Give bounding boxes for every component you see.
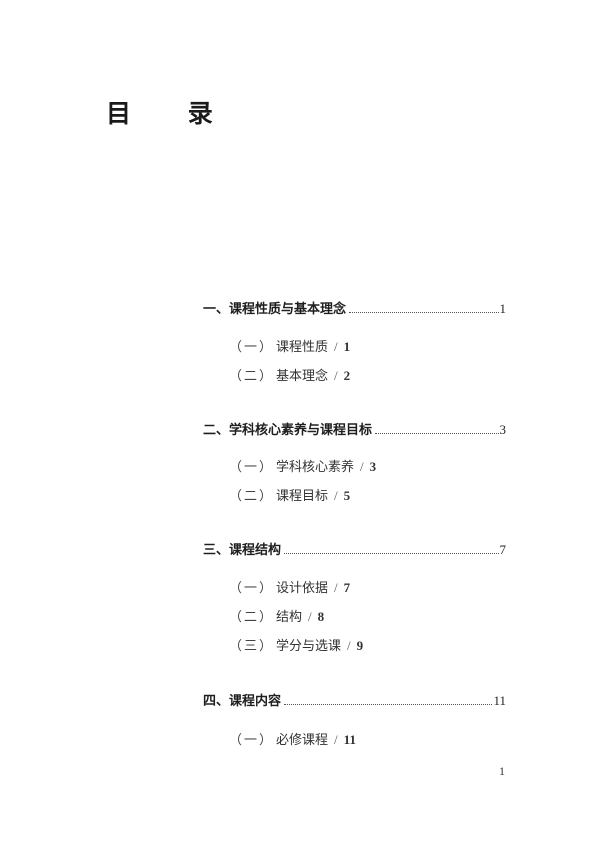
chapter-number: 三、 (203, 543, 230, 558)
section-page-number: 1 (343, 339, 351, 354)
section-page-number: 11 (343, 732, 356, 747)
separator: / (308, 609, 312, 624)
toc-chapter-3[interactable]: 三、 课程结构 7 (203, 541, 506, 560)
chapter-number: 四、 (203, 694, 230, 709)
section-number: （三） (229, 639, 275, 654)
dot-leader (284, 553, 499, 554)
footer-page-number: 1 (499, 764, 505, 778)
dot-leader (284, 704, 493, 705)
toc-section-2-1[interactable]: （一） 学科核心素养 / 3 (229, 458, 376, 477)
separator: / (334, 339, 338, 354)
section-page-number: 7 (343, 580, 351, 595)
toc-section-2-2[interactable]: （二） 课程目标 / 5 (229, 487, 350, 506)
section-page-number: 5 (343, 488, 351, 503)
chapter-title: 课程内容 (229, 694, 282, 709)
section-title: 必修课程 (276, 733, 329, 748)
toc-chapter-4[interactable]: 四、 课程内容 11 (203, 692, 506, 711)
chapter-title: 课程结构 (229, 543, 282, 558)
separator: / (360, 459, 364, 474)
section-page-number: 2 (343, 368, 351, 383)
section-title: 课程目标 (276, 489, 329, 504)
section-number: （一） (229, 460, 275, 475)
toc-section-3-2[interactable]: （二） 结构 / 8 (229, 608, 324, 627)
chapter-title: 学科核心素养与课程目标 (229, 423, 373, 438)
section-title: 课程性质 (276, 340, 329, 355)
page-title: 目 录 (106, 99, 237, 128)
section-title: 设计依据 (276, 581, 329, 596)
toc-section-3-3[interactable]: （三） 学分与选课 / 9 (229, 637, 363, 656)
separator: / (347, 638, 351, 653)
section-title: 学科核心素养 (276, 460, 355, 475)
chapter-page-number: 7 (499, 542, 507, 557)
toc-section-4-1[interactable]: （一） 必修课程 / 11 (229, 731, 356, 750)
toc-chapter-1[interactable]: 一、 课程性质与基本理念 1 (203, 300, 506, 319)
section-title: 基本理念 (276, 369, 329, 384)
chapter-page-number: 11 (493, 693, 506, 708)
section-number: （二） (229, 610, 275, 625)
dot-leader (349, 312, 499, 313)
chapter-page-number: 3 (499, 422, 507, 437)
section-title: 结构 (276, 610, 303, 625)
toc-section-3-1[interactable]: （一） 设计依据 / 7 (229, 579, 350, 598)
chapter-number: 二、 (203, 423, 230, 438)
section-number: （二） (229, 369, 275, 384)
toc-section-1-2[interactable]: （二） 基本理念 / 2 (229, 367, 350, 386)
section-number: （一） (229, 581, 275, 596)
chapter-number: 一、 (203, 302, 230, 317)
toc-section-1-1[interactable]: （一） 课程性质 / 1 (229, 338, 350, 357)
separator: / (334, 488, 338, 503)
section-number: （二） (229, 489, 275, 504)
section-page-number: 9 (356, 638, 364, 653)
section-page-number: 8 (317, 609, 325, 624)
section-number: （一） (229, 340, 275, 355)
section-title: 学分与选课 (276, 639, 342, 654)
section-number: （一） (229, 733, 275, 748)
section-page-number: 3 (369, 459, 377, 474)
separator: / (334, 732, 338, 747)
dot-leader (375, 433, 499, 434)
chapter-page-number: 1 (499, 301, 507, 316)
separator: / (334, 368, 338, 383)
toc-chapter-2[interactable]: 二、 学科核心素养与课程目标 3 (203, 421, 506, 440)
chapter-title: 课程性质与基本理念 (229, 302, 347, 317)
separator: / (334, 580, 338, 595)
